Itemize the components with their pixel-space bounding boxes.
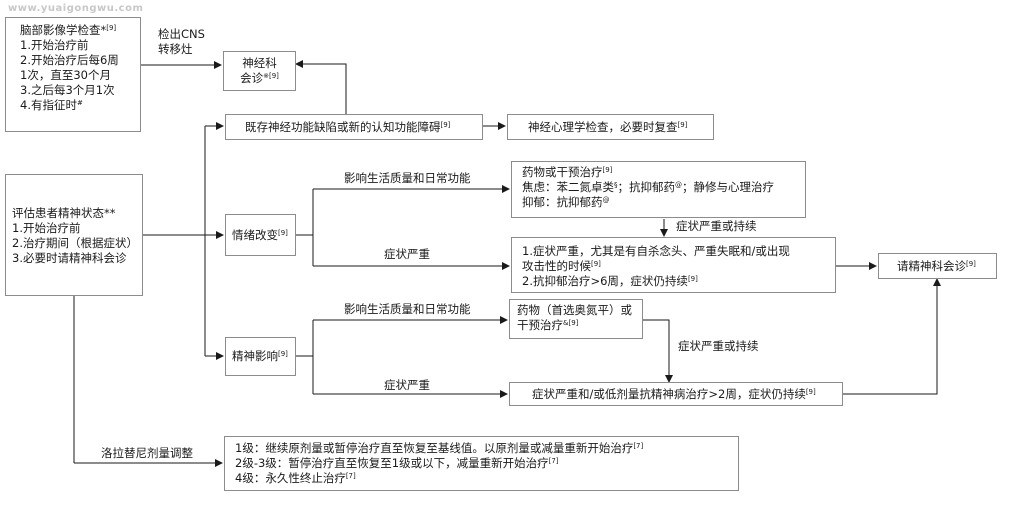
persist-label-psychotic: 症状严重或持续 (678, 339, 759, 353)
imaging-line-3: 2.开始治疗后每6周 (20, 53, 119, 67)
imaging-line-2: 1.开始治疗前 (20, 38, 89, 52)
severe-label-mood: 症状严重 (384, 247, 430, 261)
severe-psychotic-box: 症状严重和/或低剂量抗精神病治疗>2周，症状仍持续[9] (509, 382, 843, 406)
mood-change-box: 情绪改变[9] (225, 214, 296, 256)
arrow-persist-2 (643, 319, 673, 383)
imaging-line-5: 3.之后每3个月1次 (20, 83, 115, 97)
persist-label-mood: 症状严重或持续 (676, 219, 757, 233)
cns-metastasis-label: 检出CNS 转移灶 (158, 27, 205, 56)
neuropsych-test-box: 神经心理学检查，必要时复查[9] (507, 114, 714, 140)
neurology-consult-box: 神经科 会诊※[9] (223, 51, 296, 91)
brain-imaging-box: 脑部影像学检查*[9] 1.开始治疗前 2.开始治疗后每6周 1次，直至30个月… (5, 17, 141, 132)
dose-adjustment-box: 1级：继续原剂量或暂停治疗直至恢复至基线值。以原剂量或减量重新开始治疗[7] 2… (224, 436, 739, 491)
watermark: www.yuaigongwu.com (8, 3, 144, 14)
medication-psychotic-box: 药物（首选奥氮平）或 干预治疗&[9] (509, 299, 643, 339)
imaging-line-4: 1次，直至30个月 (20, 68, 111, 82)
assess-mental-status-box: 评估患者精神状态** 1.开始治疗前 2.治疗期间（根据症状） 3.必要时请精神… (5, 174, 143, 296)
cognitive-deficit-box: 既存神经功能缺陷或新的认知功能障碍[9] (225, 114, 483, 140)
dose-adjustment-label: 洛拉替尼剂量调整 (101, 446, 193, 460)
medication-mood-box: 药物或干预治疗[9] 焦虑：苯二氮卓类§；抗抑郁药@；静修与心理治疗 抑郁：抗抑… (511, 161, 806, 218)
psychiatry-consult-box: 请精神科会诊[9] (878, 253, 997, 279)
imaging-line-1: 脑部影像学检查*[9] (20, 23, 117, 37)
severe-mood-box: 1.症状严重，尤其是有自杀念头、严重失眠和/或出现 攻击性的时候[9] 2.抗抑… (511, 237, 836, 293)
imaging-line-6: 4.有指征时# (20, 98, 83, 112)
qol-label-mood: 影响生活质量和日常功能 (344, 171, 471, 185)
arrow-severe2-to-psych (843, 278, 941, 395)
arrow-cognitive-to-consult (295, 60, 347, 114)
psychotic-effect-box: 精神影响[9] (225, 337, 296, 376)
qol-label-psychotic: 影响生活质量和日常功能 (344, 302, 471, 316)
severe-label-psychotic: 症状严重 (384, 378, 430, 392)
